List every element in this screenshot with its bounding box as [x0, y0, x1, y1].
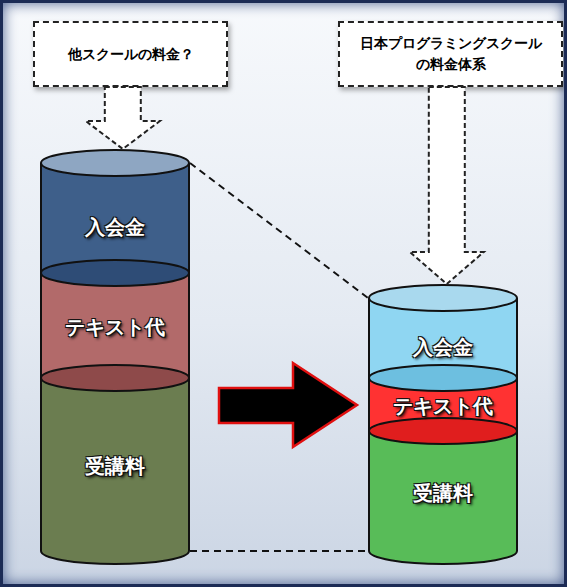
band-label-wrap: 受講料	[40, 378, 190, 555]
cylinder-side	[40, 163, 42, 273]
cylinder-side	[40, 273, 42, 378]
cylinder-side	[368, 298, 370, 378]
band-label-wrap: 受講料	[368, 431, 518, 555]
callout-text-wrap: 日本プログラミングスクール の料金体系	[350, 33, 551, 75]
callout-text: 他スクールの料金？	[68, 44, 194, 65]
perspective-line	[190, 550, 368, 552]
cylinder-side	[188, 378, 190, 551]
band-label-wrap: テキスト代	[40, 273, 190, 382]
cylinder-side	[368, 378, 370, 431]
callout-text-wrap: 他スクールの料金？	[68, 44, 194, 65]
band-boundary	[41, 365, 189, 391]
band-label-wrap: 入会金	[40, 177, 190, 277]
cylinder-top	[41, 150, 189, 176]
band-boundary	[369, 365, 517, 391]
cylinder-side	[188, 273, 190, 378]
band-label: 受講料	[413, 480, 473, 507]
cylinder-side	[368, 431, 370, 551]
hollow-arrow	[410, 87, 484, 284]
cylinder-body	[369, 431, 517, 551]
band-label: テキスト代	[65, 314, 165, 341]
perspective-line	[190, 163, 368, 298]
callout-text: 日本プログラミングスクール の料金体系	[350, 33, 551, 75]
band-label: 入会金	[85, 214, 145, 241]
band-label: 入会金	[413, 334, 473, 361]
callout-box: 日本プログラミングスクール の料金体系	[338, 21, 563, 87]
cylinder-body	[41, 273, 189, 378]
band-label: テキスト代	[393, 393, 493, 420]
band-boundary	[369, 418, 517, 444]
band-label-wrap: 入会金	[368, 312, 518, 382]
cylinder-top	[369, 285, 517, 311]
cylinder-side	[516, 431, 518, 551]
band-label: 受講料	[85, 453, 145, 480]
cylinder-body	[41, 378, 189, 551]
cylinder-side	[188, 163, 190, 273]
cylinder-side	[516, 298, 518, 378]
cylinder-side	[40, 378, 42, 551]
callout-box: 他スクールの料金？	[33, 21, 228, 87]
cylinder-side	[516, 378, 518, 431]
transition-arrow	[219, 363, 357, 447]
cylinder-band: 受講料	[40, 364, 190, 565]
band-boundary	[41, 260, 189, 286]
cylinder-body	[41, 163, 189, 273]
hollow-arrow	[86, 87, 160, 149]
cylinder-band: 入会金	[40, 149, 190, 287]
cylinder-band: 入会金	[368, 284, 518, 392]
